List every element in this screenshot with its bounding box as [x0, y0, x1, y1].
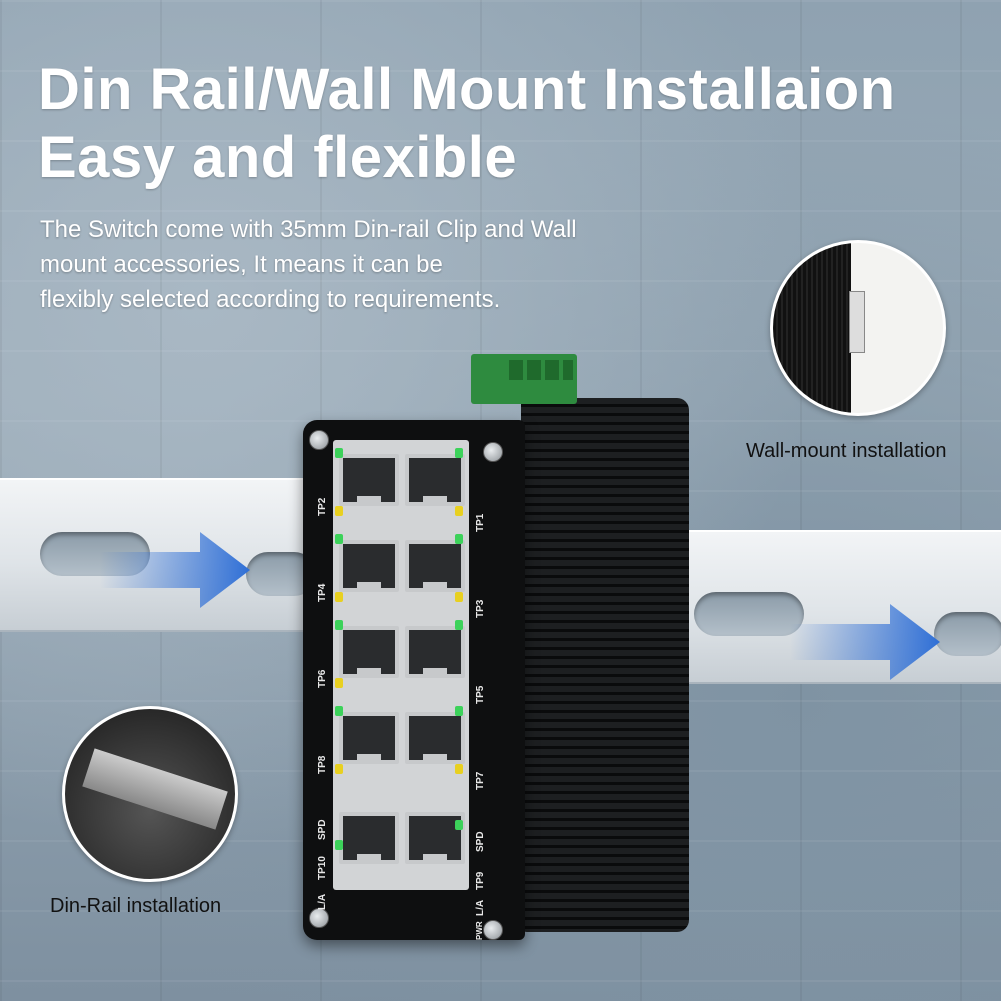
- led-indicator: [335, 592, 343, 602]
- port-label-tp4: TP4: [317, 583, 328, 602]
- wall-mount-inset: [770, 240, 946, 416]
- led-indicator: [335, 678, 343, 688]
- screw-icon: [483, 442, 503, 462]
- port-label-tp8: TP8: [317, 755, 328, 774]
- ethernet-port[interactable]: [405, 712, 465, 764]
- led-indicator: [455, 506, 463, 516]
- din-rail-inset: [62, 706, 238, 882]
- switch-front-panel: TP2 TP4 TP6 TP8 SPD TP10 L/A TP1 TP3 TP5…: [303, 420, 525, 940]
- wall-mount-bracket: [849, 291, 865, 353]
- arrow-left-icon: [100, 532, 250, 608]
- switch-heatsink: [521, 398, 689, 932]
- wall-mount-switch-side: [773, 243, 851, 413]
- led-indicator: [335, 840, 343, 850]
- led-indicator: [455, 448, 463, 458]
- din-rail-detail: [82, 748, 228, 830]
- ethernet-port[interactable]: [405, 540, 465, 592]
- led-indicator: [335, 620, 343, 630]
- port-label-tp9: TP9: [475, 871, 486, 890]
- screw-icon: [309, 430, 329, 450]
- power-terminal-block: [471, 354, 577, 404]
- led-indicator: [335, 448, 343, 458]
- indicator-label-pwr: PWR: [475, 921, 484, 940]
- led-indicator: [455, 534, 463, 544]
- arrow-right-icon: [790, 604, 940, 680]
- port-panel: [333, 440, 469, 890]
- description-line-3: flexibly selected according to requireme…: [40, 286, 501, 313]
- led-indicator: [455, 706, 463, 716]
- ethernet-port[interactable]: [405, 454, 465, 506]
- indicator-label-la-left: L/A: [317, 893, 328, 910]
- led-indicator: [455, 764, 463, 774]
- ethernet-port[interactable]: [339, 812, 399, 864]
- port-label-tp3: TP3: [475, 599, 486, 618]
- headline: Din Rail/Wall Mount Installaion Easy and…: [38, 56, 896, 192]
- rail-slot: [934, 612, 1001, 656]
- indicator-label-la-right: L/A: [475, 899, 486, 916]
- indicator-label-spd-left: SPD: [317, 819, 328, 840]
- led-indicator: [335, 534, 343, 544]
- ethernet-port[interactable]: [339, 540, 399, 592]
- indicator-label-spd-right: SPD: [475, 831, 486, 852]
- led-indicator: [455, 620, 463, 630]
- screw-icon: [309, 908, 329, 928]
- led-indicator: [335, 764, 343, 774]
- description-line-2: mount accessories, It means it can be: [40, 251, 443, 278]
- led-indicator: [455, 820, 463, 830]
- port-label-tp10: TP10: [317, 856, 328, 880]
- headline-line-1: Din Rail/Wall Mount Installaion: [38, 57, 896, 122]
- din-rail-caption: Din-Rail installation: [50, 895, 222, 917]
- led-indicator: [455, 592, 463, 602]
- description: The Switch come with 35mm Din-rail Clip …: [40, 212, 660, 317]
- ethernet-port[interactable]: [339, 712, 399, 764]
- ethernet-switch: TP2 TP4 TP6 TP8 SPD TP10 L/A TP1 TP3 TP5…: [303, 354, 689, 943]
- port-label-tp1: TP1: [475, 513, 486, 532]
- port-label-tp2: TP2: [317, 497, 328, 516]
- led-indicator: [335, 706, 343, 716]
- headline-line-2: Easy and flexible: [38, 125, 518, 190]
- ethernet-port[interactable]: [405, 626, 465, 678]
- screw-icon: [483, 920, 503, 940]
- led-indicator: [335, 506, 343, 516]
- description-line-1: The Switch come with 35mm Din-rail Clip …: [40, 216, 577, 243]
- wall-mount-caption: Wall-mount installation: [746, 440, 947, 462]
- rail-slot: [694, 592, 804, 636]
- ethernet-port[interactable]: [339, 626, 399, 678]
- port-label-tp6: TP6: [317, 669, 328, 688]
- ethernet-port[interactable]: [339, 454, 399, 506]
- port-label-tp7: TP7: [475, 771, 486, 790]
- port-label-tp5: TP5: [475, 685, 486, 704]
